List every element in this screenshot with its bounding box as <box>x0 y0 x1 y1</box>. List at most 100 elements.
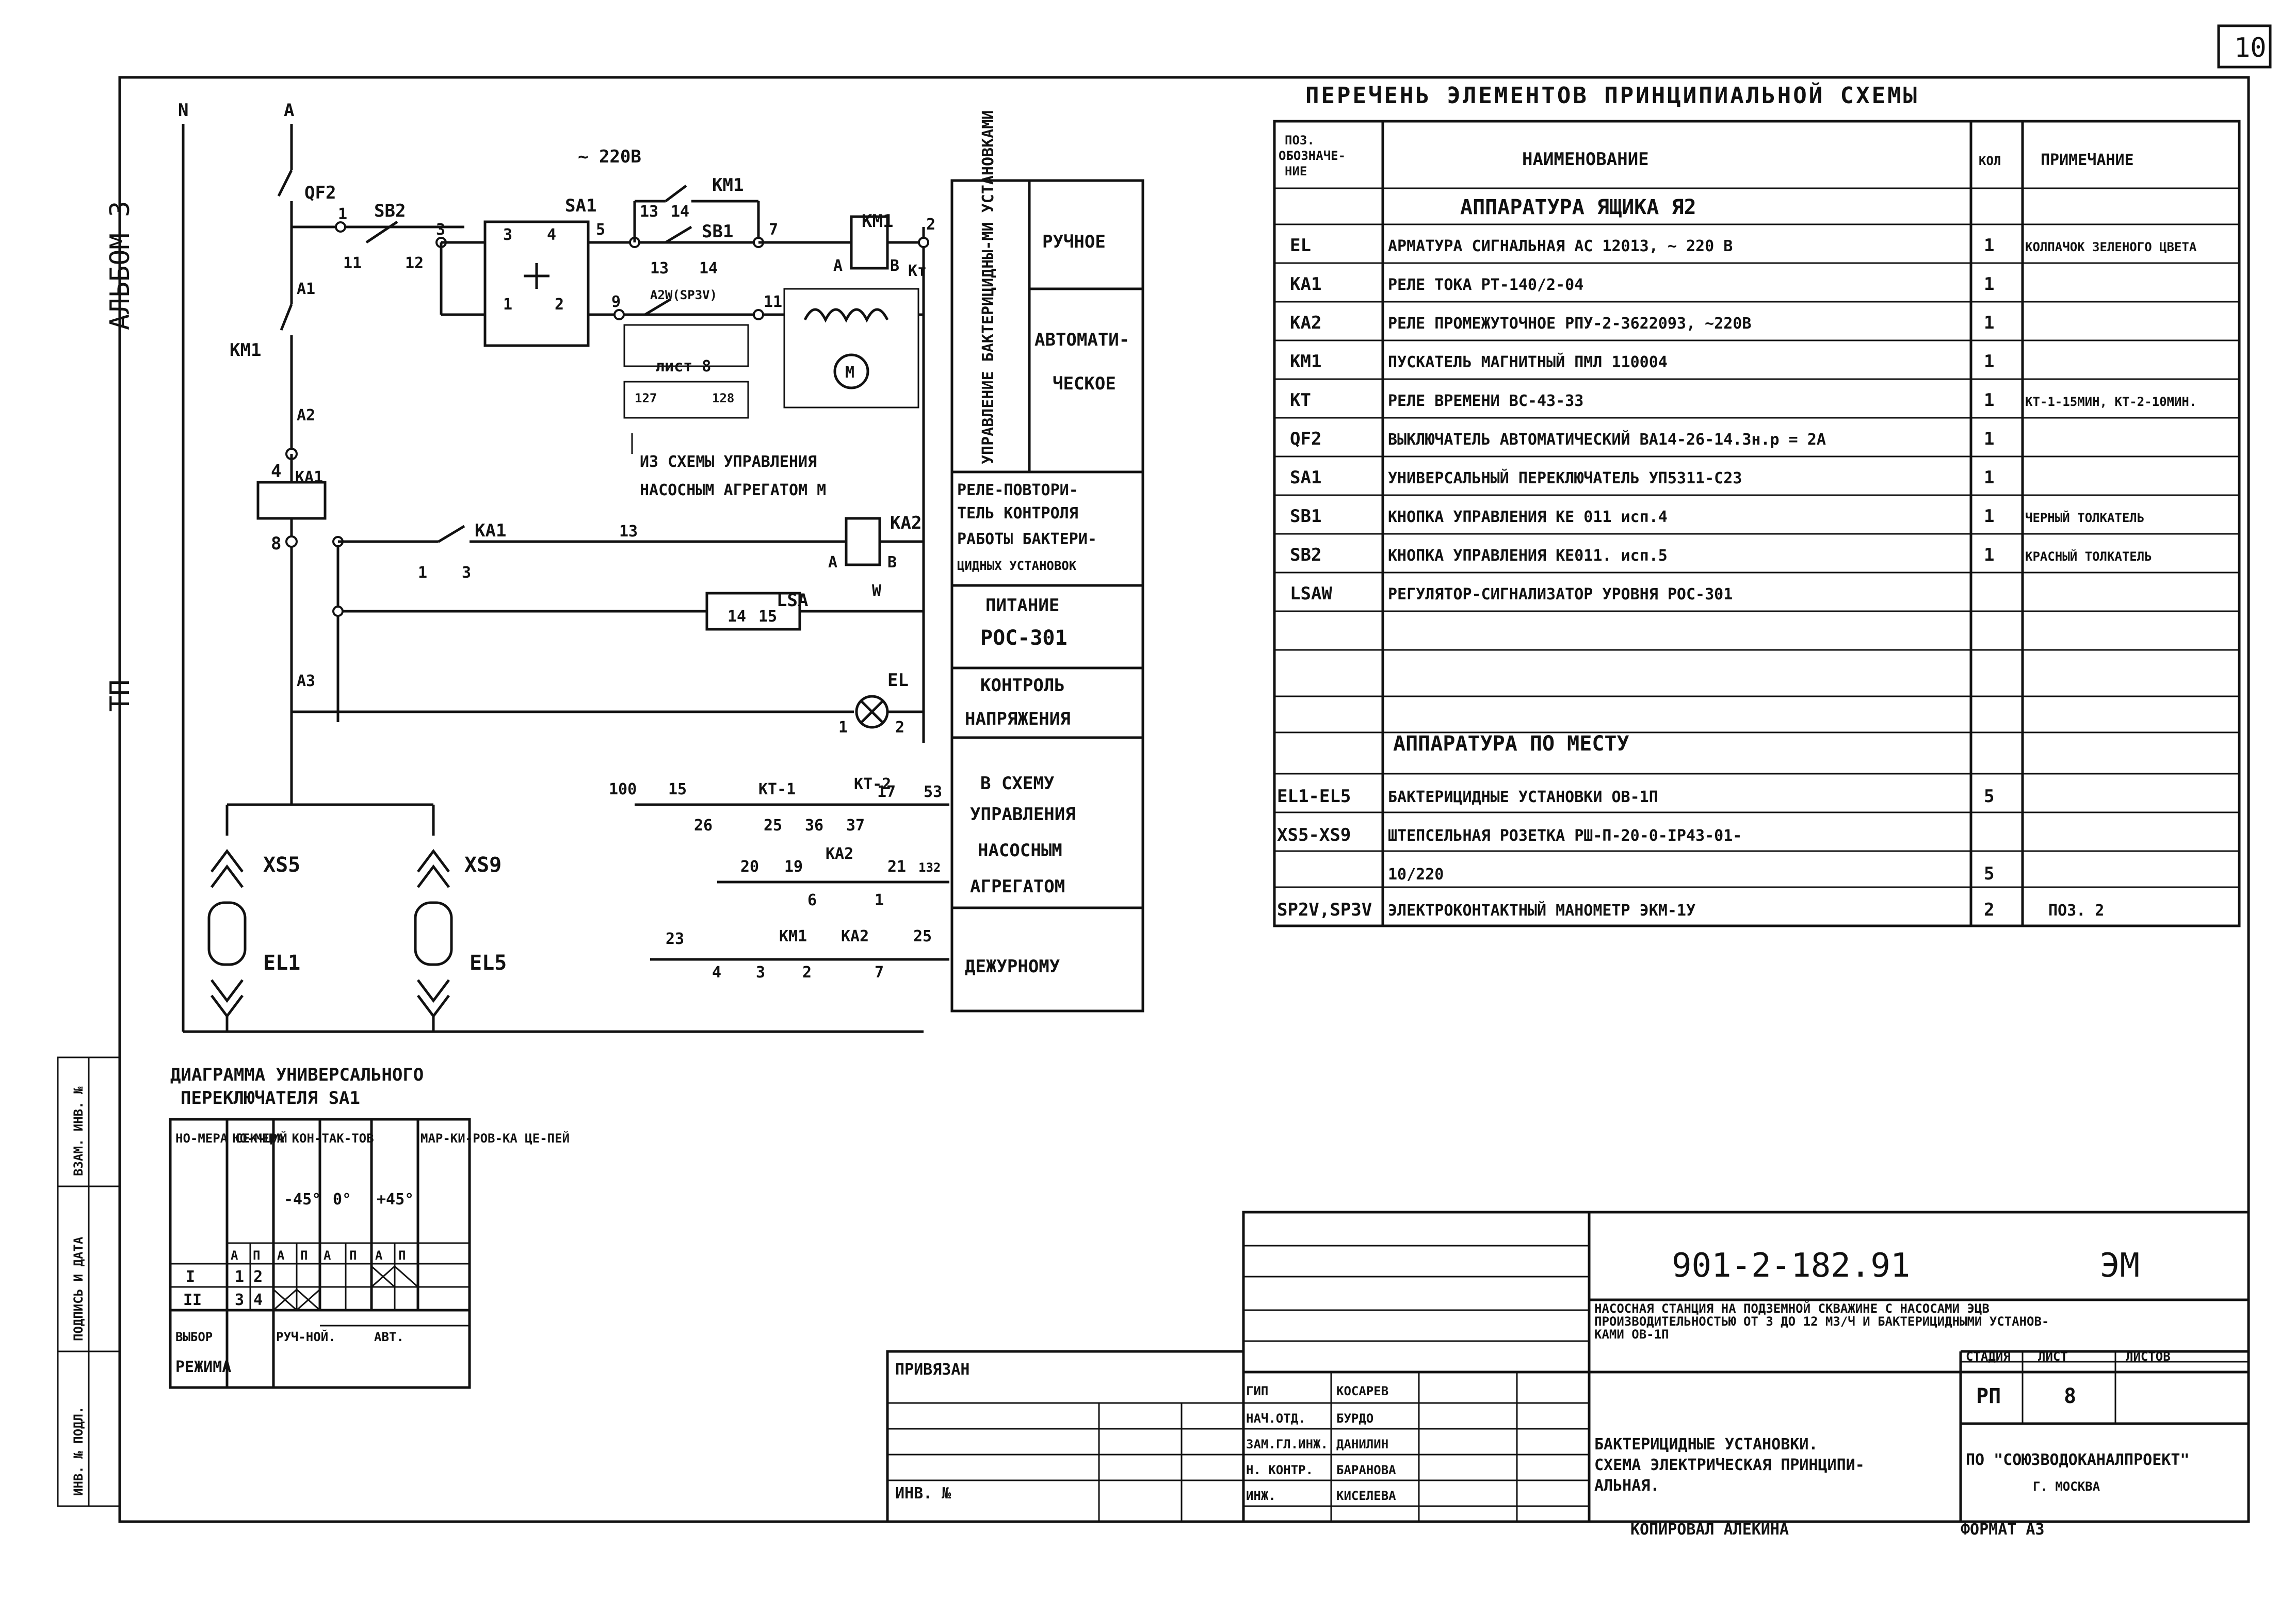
hdr-pos-1: ПОЗ. <box>1285 133 1315 148</box>
tb-role: ИНЖ. <box>1246 1489 1276 1503</box>
label-xs9: XS9 <box>464 853 502 877</box>
switch-title-2: ПЕРЕКЛЮЧАТЕЛЯ SA1 <box>181 1088 360 1108</box>
stamp-inventory: ИНВ. № ПОДЛ. <box>71 1407 86 1496</box>
node-1c: 1 <box>418 564 427 582</box>
from-scheme-2: НАСОСНЫМ АГРЕГАТОМ М <box>640 481 826 499</box>
label-ka2: KA2 <box>890 513 921 533</box>
node-11b: 11 <box>764 293 782 311</box>
node-53: 53 <box>924 783 942 801</box>
table-cell-name: ШТЕПСЕЛЬНАЯ РОЗЕТКА РШ-П-20-0-IP43-01- <box>1388 827 1742 845</box>
node-4c: 4 <box>712 964 721 982</box>
table-cell-pos: SP2V,SP3V <box>1277 900 1372 920</box>
label-ka2-b: KA2 <box>826 845 853 863</box>
label-km1-top: KM1 <box>712 175 743 195</box>
label-voltage: ~ 220В <box>578 146 641 167</box>
table-cell-name: РЕГУЛЯТОР-СИГНАЛИЗАТОР УРОВНЯ РОС-301 <box>1388 585 1733 603</box>
tb-person: ДАНИЛИН <box>1336 1437 1388 1451</box>
tb-org-1: ПО "СОЮЗВОДОКАНАЛПРОЕКТ" <box>1966 1451 2189 1469</box>
label-a1: A1 <box>297 280 315 298</box>
node-127: 127 <box>635 391 657 405</box>
sb1-button <box>665 225 692 244</box>
label-km1-left: KM1 <box>230 340 261 361</box>
node-15: 15 <box>758 608 777 626</box>
tb-title-3: АЛЬНАЯ. <box>1594 1477 1659 1495</box>
table-cell-pos: SB2 <box>1290 545 1321 565</box>
label-lsa: LSA <box>777 590 808 611</box>
node-3c: 3 <box>462 564 471 582</box>
side-panel: УПРАВЛЕНИЕ БАКТЕРИЦИДНЫ-МИ УСТАНОВКАМИ Р… <box>950 110 1144 1013</box>
table-cell-name: КНОПКА УПРАВЛЕНИЯ КЕ011. исп.5 <box>1388 547 1668 565</box>
label-n: N <box>178 100 188 121</box>
side-pump-4: АГРЕГАТОМ <box>970 876 1065 897</box>
node-36: 36 <box>805 817 823 835</box>
node-37: 37 <box>846 817 865 835</box>
table-cell-pos: LSAW <box>1290 583 1332 604</box>
side-duty: ДЕЖУРНОМУ <box>965 956 1060 977</box>
label-sb2: SB2 <box>374 201 406 221</box>
table-cell-name: ЭЛЕКТРОКОНТАКТНЫЙ МАНОМЕТР ЭКМ-1У <box>1388 901 1695 920</box>
side-pump-2: УПРАВЛЕНИЯ <box>970 804 1076 825</box>
sw-ap-cell: П <box>300 1248 308 1263</box>
tb-sheet: 8 <box>2064 1384 2076 1408</box>
label-sa1: SA1 <box>565 195 596 216</box>
side-power-1: ПИТАНИЕ <box>985 595 1059 616</box>
node-25: 25 <box>764 817 782 835</box>
label-qf2: QF2 <box>304 183 336 203</box>
hdr-qty: КОЛ <box>1979 154 2001 168</box>
ka1-contact <box>438 525 465 543</box>
tb-copied: КОПИРОВАЛ АЛЕКИНА <box>1630 1521 1789 1539</box>
sw-ap-cell: А <box>231 1248 238 1263</box>
hdr-note: ПРИМЕЧАНИЕ <box>2041 151 2134 169</box>
stamp-signature: ПОДПИСЬ И ДАТА <box>71 1236 86 1341</box>
node-3a: 3 <box>436 221 445 239</box>
table-cell-name: РЕЛЕ ТОКА РТ-140/2-04 <box>1388 276 1583 294</box>
table-cell-qty: 1 <box>1984 467 1994 488</box>
tb-stage: РП <box>1976 1384 2001 1408</box>
side-voltage-1: КОНТРОЛЬ <box>980 675 1065 696</box>
side-relay-1: РЕЛЕ-ПОВТОРИ- <box>957 481 1078 499</box>
table-cell-pos: KA2 <box>1290 313 1321 333</box>
node-4b: 4 <box>547 226 556 244</box>
sw-mode-1: ВЫБОР <box>175 1330 213 1344</box>
side-vertical-label: УПРАВЛЕНИЕ БАКТЕРИЦИДНЫ-МИ УСТАНОВКАМИ <box>979 110 997 464</box>
hdr-pos-3: НИЕ <box>1285 164 1307 178</box>
switch-diagram: ДИАГРАММА УНИВЕРСАЛЬНОГО ПЕРЕКЛЮЧАТЕЛЯ S… <box>169 1065 570 1389</box>
table-cell-qty: 1 <box>1984 506 1994 527</box>
tb-person: КОСАРЕВ <box>1336 1384 1388 1398</box>
label-ka1: KA1 <box>295 468 323 486</box>
table-cell-note: ЧЕРНЫЙ ТОЛКАТЕЛЬ <box>2025 510 2144 525</box>
table-cell-pos: KM1 <box>1290 351 1321 372</box>
node-1d: 1 <box>838 719 848 737</box>
el1-lamp <box>207 901 247 966</box>
switch-title-1: ДИАГРАММА УНИВЕРСАЛЬНОГО <box>170 1065 424 1085</box>
side-pump-3: НАСОСНЫМ <box>978 840 1062 861</box>
spec-note: A2W(SP3V) <box>650 288 717 302</box>
tb-desc-2: ПРОИЗВОДИТЕЛЬНОСТЬЮ ОТ 3 ДО 12 М3/Ч И БА… <box>1594 1314 2049 1329</box>
elements-table-title: ПЕРЕЧЕНЬ ЭЛЕМЕНТОВ ПРИНЦИПИАЛЬНОЙ СХЕМЫ <box>1305 81 1919 109</box>
table-cell-qty: 1 <box>1984 351 1994 372</box>
node-23: 23 <box>666 930 684 948</box>
sw-hdr-0: 0° <box>333 1190 351 1209</box>
sw-row1-contacts: 1 2 <box>235 1268 263 1286</box>
label-ka2-c: KA2 <box>841 927 869 945</box>
node-7b: 7 <box>875 964 884 982</box>
label-a2: A2 <box>297 406 315 425</box>
sw-hdr-p45: +45° <box>377 1190 414 1209</box>
node-6: 6 <box>807 891 817 909</box>
tb-doc-number: 901-2-182.91 <box>1672 1247 1910 1285</box>
tb-person: БАРАНОВА <box>1336 1463 1396 1477</box>
table-cell-note: КТ-1-15МИН, КТ-2-10МИН. <box>2025 395 2196 409</box>
tb-desc-3: КАМИ ОВ-1П <box>1594 1327 1669 1342</box>
table-cell-pos: SB1 <box>1290 506 1321 527</box>
output-row-2: 20 19 KA2 21 132 6 1 <box>717 845 949 909</box>
node-21: 21 <box>887 858 906 876</box>
side-auto-2: ЧЕСКОЕ <box>1053 373 1116 394</box>
tb-inv: ИНВ. № <box>895 1484 951 1503</box>
tb-title-2: СХЕМА ЭЛЕКТРИЧЕСКАЯ ПРИНЦИПИ- <box>1594 1456 1865 1474</box>
sw-ap-cell: П <box>349 1248 357 1263</box>
sw-hdr-sections: НО-МЕРА СЕК-ЦИЙ <box>175 1131 287 1146</box>
table-cell-pos: EL <box>1290 235 1311 256</box>
table-cell-qty: 5 <box>1984 863 1994 884</box>
table-cell-pos: XS5-XS9 <box>1277 825 1351 845</box>
